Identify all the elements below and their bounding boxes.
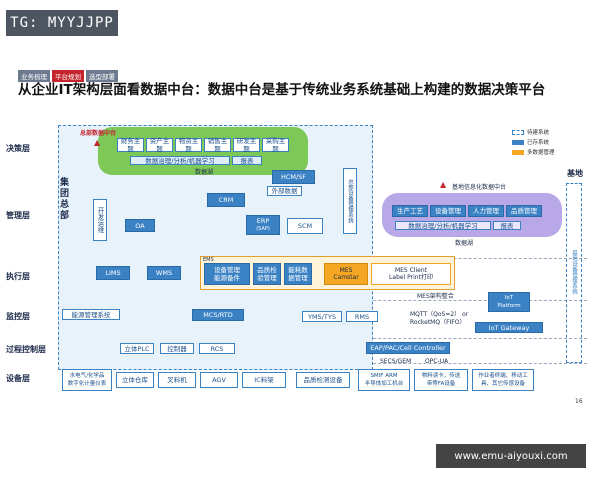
base-cloud-title: 基地信息化数据中台 <box>452 184 507 191</box>
base-theme: 人力管理 <box>468 205 504 217</box>
mes-item: 品质检 验管理 <box>253 263 281 285</box>
base-theme: 品质管理 <box>506 205 542 217</box>
mes-client: MES Client Label Print打印 <box>371 263 451 285</box>
hq-governance: 数据治理/分析/机器学习 <box>130 156 230 165</box>
base-label: 基地 <box>567 169 583 178</box>
legend-swatch <box>512 139 524 145</box>
mes-camstar: MES Camstar <box>324 263 368 285</box>
iot-platform: IoT Platform <box>488 292 530 312</box>
yms-tys-system: YMS/TYS <box>302 311 342 322</box>
hq-theme: 财务主题 <box>117 137 144 153</box>
device-box: IC料架 <box>242 372 286 388</box>
device-box: SMIF ARM 半导体加工机台 <box>358 369 410 391</box>
hq-hcm-system: HCM/SF <box>272 170 315 184</box>
hq-theme: 采购主题 <box>262 137 289 153</box>
device-box: 叉料机 <box>158 372 196 388</box>
base-theme: 设备管理 <box>430 205 466 217</box>
hq-theme: 销售主题 <box>204 137 231 153</box>
erp-label: ERP <box>256 217 270 225</box>
breadcrumb-item: 选型部署 <box>86 70 118 82</box>
layer-label-decision: 决策层 <box>6 144 30 153</box>
legend-label: 多数据管理 <box>527 150 555 156</box>
warning-triangle-icon: ▲ <box>94 138 101 147</box>
ems-label: EMS <box>203 257 214 263</box>
wms-system: WMS <box>147 266 181 280</box>
legend-item: 待建系统 <box>512 128 549 136</box>
hq-device-mgmt: 总部设备管理系统 <box>343 168 357 234</box>
warning-triangle-icon: ▲ <box>440 180 447 189</box>
base-device-mgmt: 基地设备管理系统 <box>571 250 577 294</box>
layer-label-monitor: 监控层 <box>6 312 30 321</box>
layer-label-process: 过程控制层 <box>6 345 46 354</box>
site-url-badge: www.emu-aiyouxi.com <box>436 444 586 468</box>
device-box: 作业者终端、移动工 具、其它传感设备 <box>472 369 534 391</box>
legend-label: 待建系统 <box>527 130 550 136</box>
device-box: 品质检测设备 <box>296 372 350 388</box>
base-theme: 生产工艺 <box>392 205 428 217</box>
hq-dev-ops: 开发运维 <box>93 199 107 241</box>
breadcrumb-item: 业务梳理 <box>18 70 50 82</box>
watermark-badge: TG: MYYJJPP <box>6 10 118 36</box>
hq-report: 报表 <box>232 156 262 165</box>
eap-controller: EAP/PAC/Cell Controller <box>366 342 450 354</box>
legend-item: 多数据管理 <box>512 148 555 156</box>
legend-swatch <box>512 129 524 135</box>
base-lake: 数据湖 <box>455 240 474 247</box>
base-governance: 数据治理/分析/机器学习 <box>395 221 491 230</box>
device-box: 物料读卡，传送 带等FA设备 <box>414 369 468 391</box>
layer-label-execution: 执行层 <box>6 272 30 281</box>
mes-item: 设备管理 能源备件 <box>204 263 250 285</box>
mcs-rtd-system: MCS/RTD <box>192 309 244 321</box>
rcs-system: RCS <box>199 343 235 354</box>
hq-scm-system: SCM <box>287 218 323 234</box>
hq-label: 集团总部 <box>60 178 70 221</box>
hq-crm-system: CRM <box>207 193 245 207</box>
hq-lake: 数据湖 <box>195 169 214 176</box>
lims-system: LIMS <box>96 266 130 280</box>
layer-label-device: 设备层 <box>6 374 30 383</box>
rocketmq-label: RocketMQ（FIFO） <box>410 319 466 326</box>
hq-oa-system: OA <box>125 219 155 232</box>
energy-mgmt-system: 能源管理系统 <box>62 309 120 320</box>
device-box: AGV <box>200 372 238 388</box>
mes-item: 能耗数 据管理 <box>284 263 312 285</box>
base-device-zone <box>566 183 582 363</box>
base-report: 报表 <box>493 221 521 230</box>
hq-theme: 资产主题 <box>146 137 173 153</box>
legend-item: 已存系统 <box>512 138 549 146</box>
breadcrumb-item-active: 平台规划 <box>52 70 84 82</box>
page-title: 从企业IT架构层面看数据中台：数据中台是基于传统业务系统基础上构建的数据决策平台 <box>18 82 546 98</box>
iot-gateway: IoT Gateway <box>475 322 543 333</box>
secs-label: SECS/GEM <box>380 358 412 365</box>
legend-label: 已存系统 <box>527 140 550 146</box>
hq-theme: 研发主题 <box>233 137 260 153</box>
legend-swatch <box>512 149 524 155</box>
layer-label-management: 管理层 <box>6 211 30 220</box>
plc-controller: 立体PLC <box>120 343 154 354</box>
rms-system: RMS <box>346 311 378 322</box>
hq-outer-data: 外部数据 <box>267 186 302 196</box>
opc-label: OPC-UA <box>425 358 449 365</box>
page-number: 16 <box>575 398 583 405</box>
mqtt-label: MQTT（QoS=2） or <box>410 311 469 318</box>
hq-theme: 物资主题 <box>175 137 202 153</box>
hq-cloud-title: 总部数据中台 <box>80 130 117 137</box>
breadcrumb: 业务梳理 平台规划 选型部署 <box>18 70 118 82</box>
device-box: 水电气/化学品 数字化计量仪表 <box>62 369 112 391</box>
controller: 控制器 <box>160 343 194 354</box>
hq-erp-system: ERP (SAP) <box>246 215 280 235</box>
erp-sub-label: (SAP) <box>256 226 270 232</box>
mes-arch-label: MES架构整合 <box>417 293 454 300</box>
device-box: 立体仓库 <box>116 372 154 388</box>
